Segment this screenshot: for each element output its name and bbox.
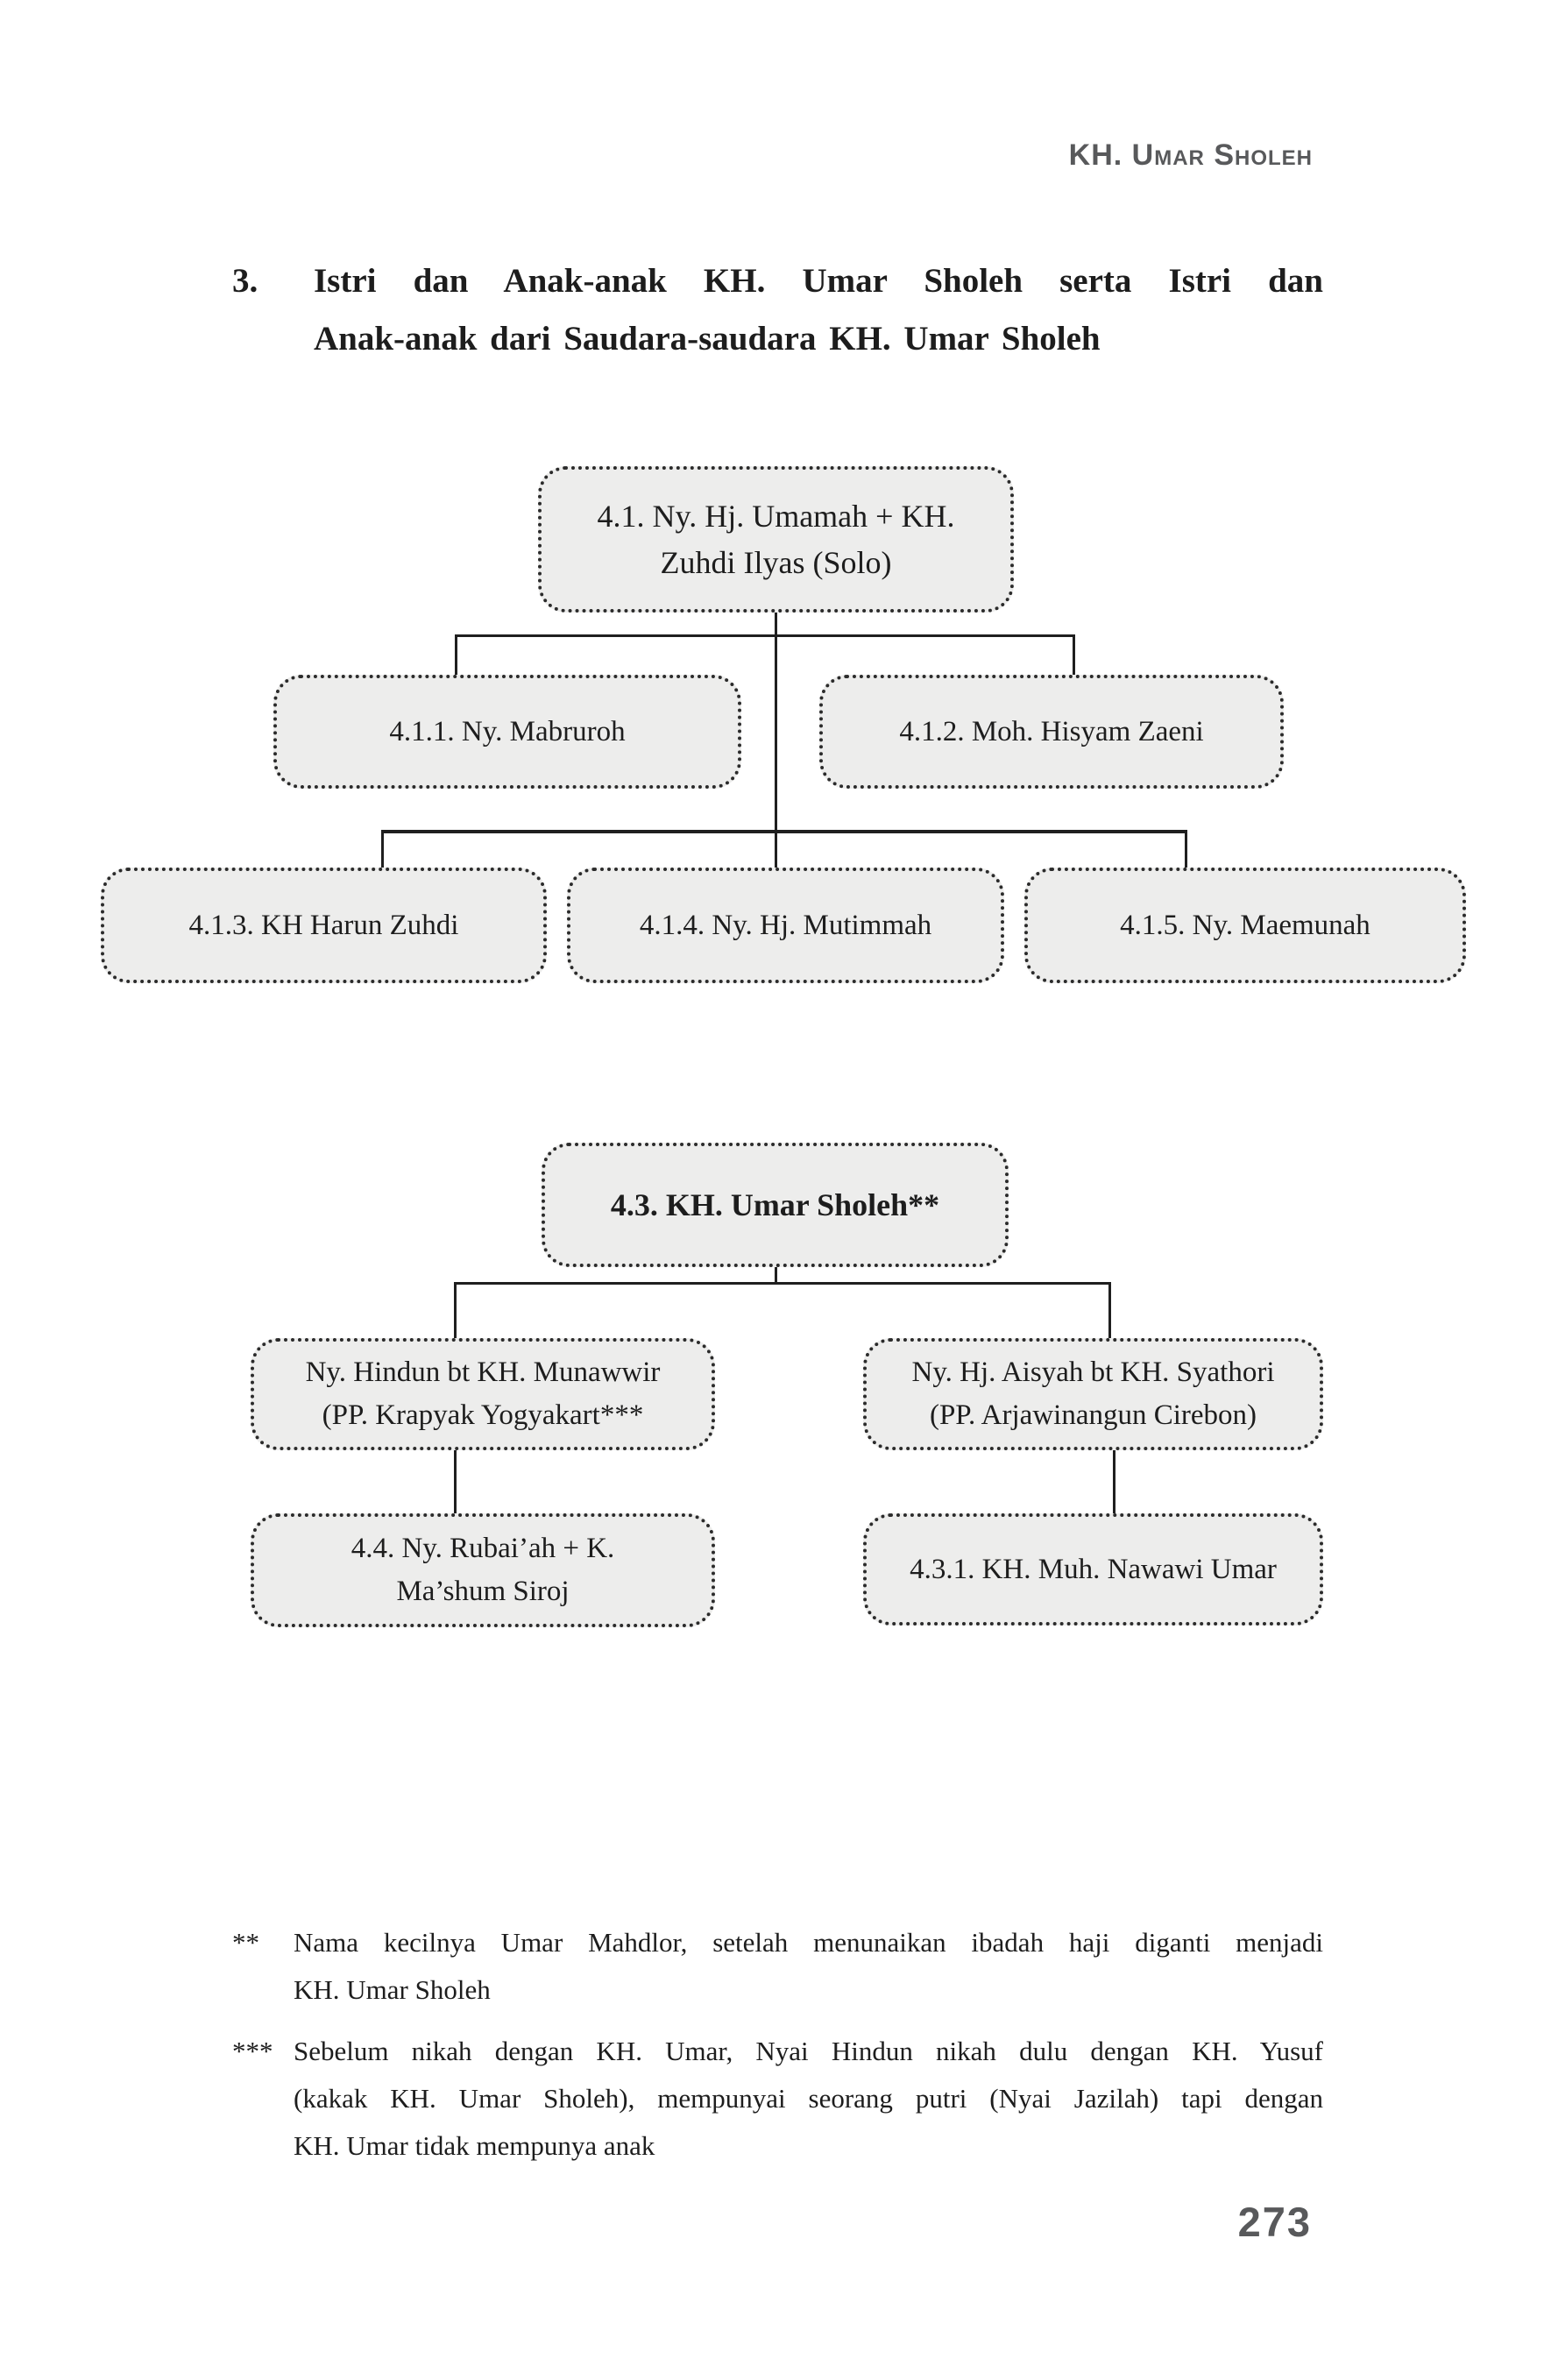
tree-node-label: Ny. Hindun bt KH. Munawwir [305,1356,661,1388]
footnote-marker: *** [232,2036,273,2066]
footnote-marker: ** [232,1927,259,1958]
footnote-line: KH. Umar tidak mempunya anak [294,2130,655,2161]
tree-node-label: (PP. Arjawinangun Cirebon) [929,1399,1257,1431]
tree-node-4-1-3: 4.1.3. KH Harun Zuhdi [101,868,547,983]
tree-node-wife-hindun: Ny. Hindun bt KH. Munawwir (PP. Krapyak … [251,1338,715,1450]
connector-line [454,1450,457,1513]
tree-node-label: 4.3.1. KH. Muh. Nawawi Umar [910,1553,1277,1585]
tree-node-label: 4.1.1. Ny. Mabruroh [389,715,626,747]
connector-line [1185,830,1187,868]
tree-node-4-1-4: 4.1.4. Ny. Hj. Mutimmah [567,868,1004,983]
connector-line [1073,634,1075,675]
tree-node-label: 4.1.2. Moh. Hisyam Zaeni [899,715,1204,747]
footnote-text: Nama kecilnya Umar Mahdlor, setelah menu… [294,1919,1323,2014]
tree-node-label: (PP. Krapyak Yogyakart*** [322,1399,644,1431]
tree-node-4-4: 4.4. Ny. Rubai’ah + K. Ma’shum Siroj [251,1513,715,1627]
tree-node-4-1-2: 4.1.2. Moh. Hisyam Zaeni [819,675,1284,789]
footnote-line: Sebelum nikah dengan KH. Umar, Nyai Hind… [294,2036,1323,2066]
tree-node-label: Zuhdi Ilyas (Solo) [660,544,892,580]
section-heading: 3. Istri dan Anak-anak KH. Umar Sholeh s… [232,252,1323,368]
footnote-triple-asterisk: *** Sebelum nikah dengan KH. Umar, Nyai … [232,2028,1323,2170]
footnotes: ** Nama kecilnya Umar Mahdlor, setelah m… [232,1919,1323,2184]
connector-line [381,830,384,868]
footnote-line: KH. Umar Sholeh [294,1974,491,2005]
connector-line [1113,1450,1115,1513]
tree-node-4-3-1: 4.3.1. KH. Muh. Nawawi Umar [863,1513,1323,1626]
tree-node-label: 4.4. Ny. Rubai’ah + K. [351,1533,615,1564]
connector-line [775,613,777,868]
connector-line [454,1282,457,1338]
tree-node-label: Ma’shum Siroj [396,1576,570,1607]
footnote-line: Nama kecilnya Umar Mahdlor, setelah menu… [294,1927,1323,1958]
section-heading-line1: Istri dan Anak-anak KH. Umar Sholeh sert… [314,262,1323,300]
connector-line [775,1267,777,1285]
tree-node-label: 4.1. Ny. Hj. Umamah + KH. [597,498,955,534]
tree-node-4-3: 4.3. KH. Umar Sholeh** [542,1143,1009,1267]
running-header: KH. Umar Sholeh [1068,138,1313,172]
footnote-line: (kakak KH. Umar Sholeh), mempunyai seora… [294,2083,1323,2114]
tree-node-4-1-5: 4.1.5. Ny. Maemunah [1024,868,1466,983]
section-heading-line2: Anak-anak dari Saudara-saudara KH. Umar … [314,320,1101,358]
connector-line [455,634,1075,637]
tree-node-label: 4.1.3. KH Harun Zuhdi [188,909,459,941]
footnote-double-asterisk: ** Nama kecilnya Umar Mahdlor, setelah m… [232,1919,1323,2014]
page-number: 273 [1237,2199,1312,2245]
tree-node-4-1-1: 4.1.1. Ny. Mabruroh [273,675,741,789]
connector-line [1108,1282,1111,1338]
connector-line [454,1282,1111,1285]
tree-node-wife-aisyah: Ny. Hj. Aisyah bt KH. Syathori (PP. Arja… [863,1338,1323,1450]
tree-node-label: Ny. Hj. Aisyah bt KH. Syathori [911,1356,1275,1388]
footnote-text: Sebelum nikah dengan KH. Umar, Nyai Hind… [294,2028,1323,2170]
section-number: 3. [232,262,258,300]
section-heading-text: Istri dan Anak-anak KH. Umar Sholeh sert… [314,252,1323,368]
tree-node-label: 4.1.4. Ny. Hj. Mutimmah [639,909,932,941]
connector-line [455,634,457,675]
tree-node-label: 4.1.5. Ny. Maemunah [1120,909,1370,941]
connector-line [381,830,1187,833]
tree-node-4-1: 4.1. Ny. Hj. Umamah + KH. Zuhdi Ilyas (S… [538,466,1014,613]
tree-node-label: 4.3. KH. Umar Sholeh** [610,1186,940,1222]
